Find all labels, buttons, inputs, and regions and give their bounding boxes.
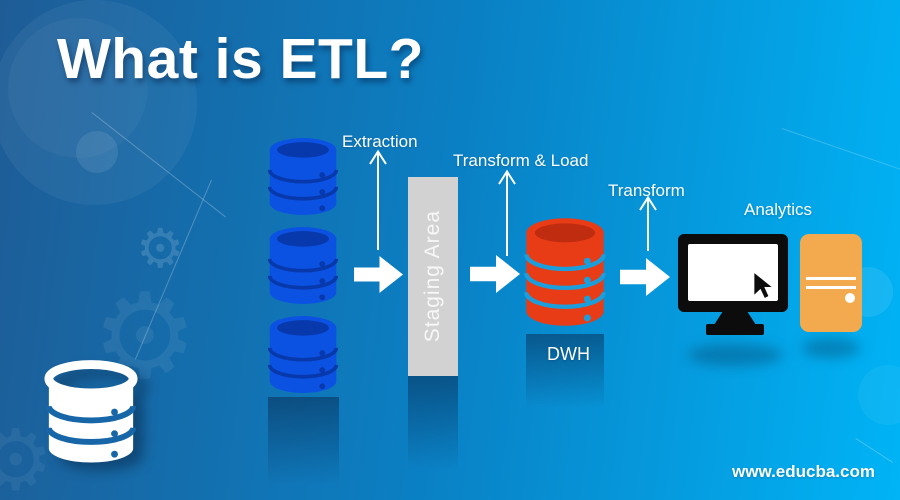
reflection (408, 376, 458, 470)
up-arrow-icon (498, 169, 516, 256)
staging-area-label: Staging Area (421, 210, 444, 343)
gear-icon: ⚙ (136, 219, 185, 279)
gear-icon: ⚙ (92, 271, 198, 403)
decorative-circle (8, 18, 148, 158)
decorative-circle (858, 365, 900, 425)
reflection (526, 334, 604, 408)
decorative-circle (0, 0, 197, 205)
analytics-label: Analytics (744, 200, 813, 219)
cursor-icon (754, 273, 772, 298)
reflection (688, 344, 783, 366)
reflection (802, 338, 860, 358)
decorative-line (855, 438, 893, 463)
flow-arrow-icon (620, 258, 670, 296)
source-database-icon (266, 138, 340, 218)
up-arrow-icon (369, 149, 387, 250)
staging-area-box: Staging Area (408, 177, 458, 376)
flow-arrow-icon (354, 256, 403, 293)
dwh-label: DWH (547, 344, 590, 364)
gear-icon: ⚙ (0, 413, 54, 500)
reflection (268, 397, 339, 485)
decorative-circle (76, 131, 118, 173)
transform-label: Transform (608, 181, 685, 200)
source-database-icon (266, 316, 340, 396)
extraction-label: Extraction (342, 132, 418, 151)
decorative-line (781, 128, 900, 170)
computer-tower-icon (800, 234, 862, 332)
tower-vent-line (806, 286, 856, 289)
flow-arrow-icon (470, 255, 520, 293)
tower-vent-line (806, 277, 856, 280)
source-database-icon (266, 227, 340, 307)
monitor-base (706, 324, 764, 335)
transform-load-label: Transform & Load (453, 151, 589, 170)
database-watermark-icon (42, 360, 140, 470)
warehouse-database-icon (522, 218, 608, 332)
monitor-stand (714, 312, 756, 325)
tower-power-button (845, 293, 855, 303)
site-url: www.educba.com (732, 462, 875, 481)
page-title: What is ETL? (57, 27, 424, 91)
up-arrow-icon (639, 195, 657, 251)
